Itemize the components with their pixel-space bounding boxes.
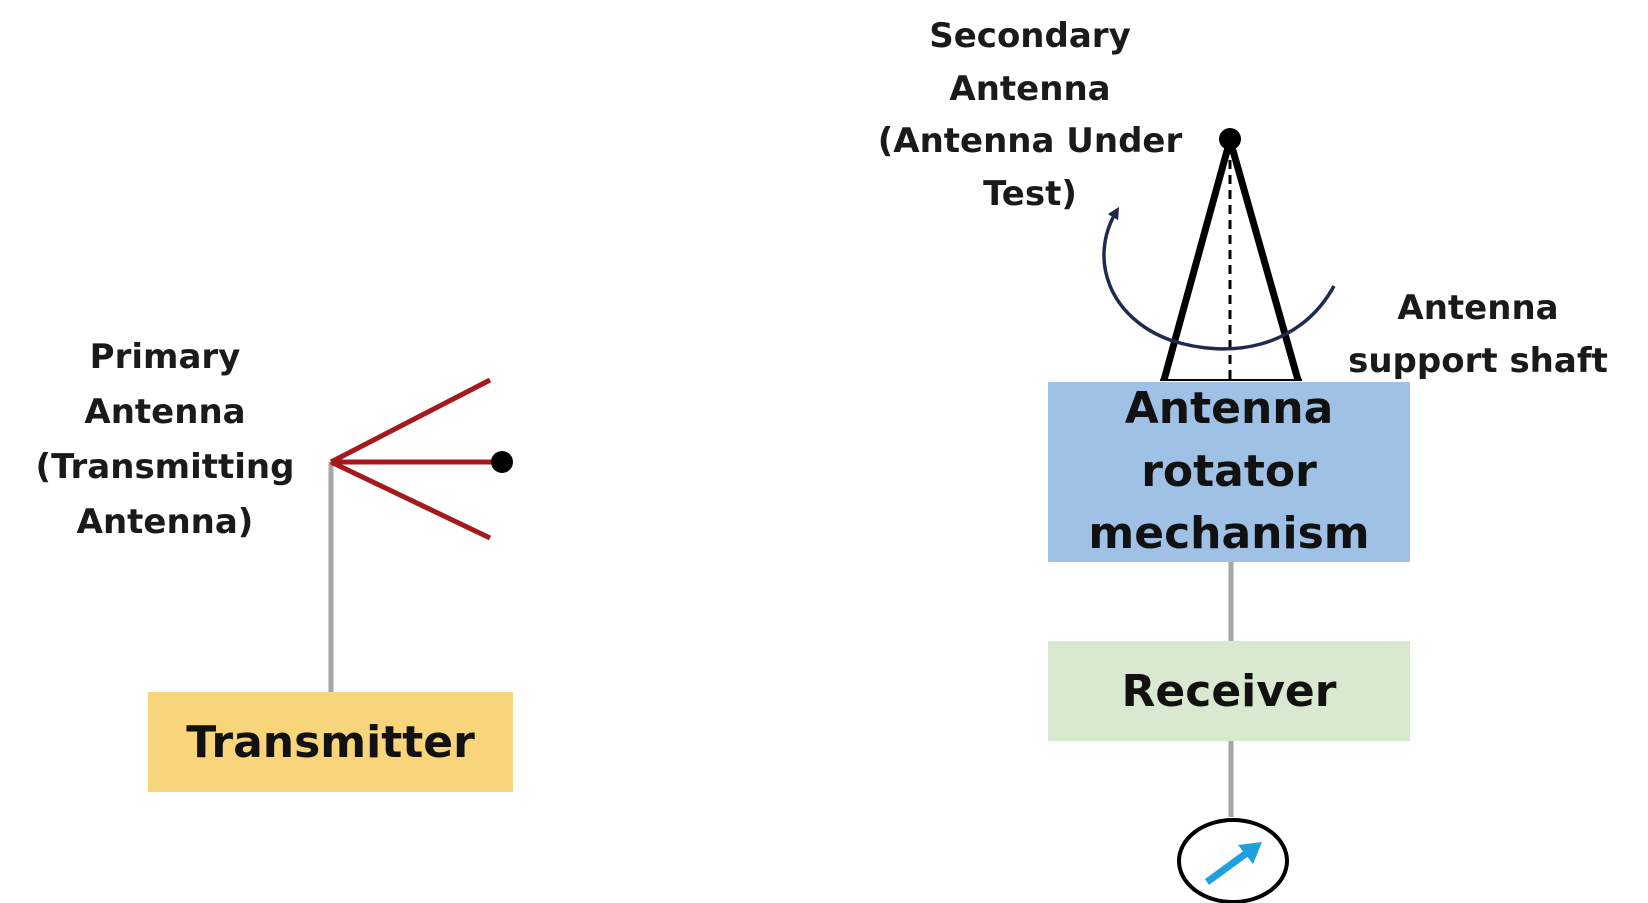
primary-antenna [329,377,513,541]
primary-antenna-label-line3: (Transmitting [35,447,295,488]
primary-antenna-tip [491,451,513,473]
meter-needle [1204,849,1251,885]
primary-antenna-label: Primary Antenna (Transmitting Antenna) [0,330,330,550]
secondary-antenna-label-line2: Antenna [949,68,1111,109]
secondary-antenna-label-line1: Secondary [929,16,1131,56]
secondary-antenna-label-line3: (Antenna Under [877,121,1183,162]
antenna-rotator-block: Antenna rotator mechanism [1048,382,1410,562]
rotator-label-line3: mechanism [1088,508,1370,560]
primary-antenna-label-line4: Antenna) [76,502,254,543]
curved-arrow-icon [1102,206,1336,351]
primary-antenna-label-line1: Primary [89,337,241,377]
meter-gauge-icon [1177,818,1289,903]
transmitter-block: Transmitter [148,692,513,792]
primary-antenna-upper-element [329,377,492,465]
receiver-block: Receiver [1048,641,1410,741]
secondary-antenna-right-leg [1226,139,1302,381]
secondary-antenna-label-line4: Test) [983,174,1077,215]
support-shaft-label-line2: support shaft [1348,340,1608,381]
rotator-label-line1: Antenna [1124,383,1334,435]
primary-antenna-lower-element [329,459,492,541]
transmitter-label: Transmitter [186,716,475,768]
rotator-label-line2: rotator [1141,445,1317,497]
support-shaft-label-line1: Antenna [1397,288,1559,328]
secondary-antenna-label: Secondary Antenna (Antenna Under Test) [860,10,1200,221]
receiver-label: Receiver [1121,665,1337,717]
meter-needle-head [1238,842,1262,864]
support-shaft-label: Antenna support shaft [1318,282,1638,387]
primary-antenna-label-line2: Antenna [84,392,246,433]
secondary-antenna-tip [1219,128,1241,150]
